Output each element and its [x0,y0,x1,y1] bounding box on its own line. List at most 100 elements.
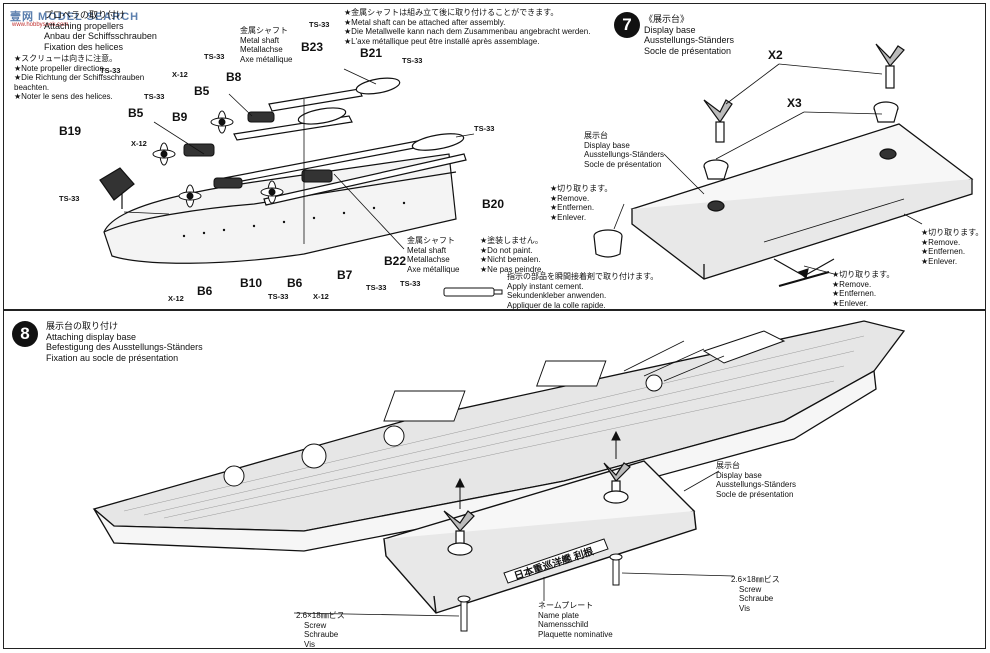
fastener-ts33-c: TS-33 [204,52,225,61]
rm-right-jp: ★切り取ります。 [921,228,984,237]
rm-right-de: ★Entfernen. [921,247,966,256]
rm-left-en: ★Remove. [550,193,590,203]
fastener-x12-d: X-12 [168,294,184,303]
step-8-panel: 8 展示台の取り付け Attaching display base Befest… [3,310,986,649]
paint-en: ★Do not paint. [480,245,533,255]
screws [457,553,623,632]
fastener-x12-a: X-12 [131,139,147,148]
title-en: Attaching propellers [44,20,124,31]
np-de: Namensschild [538,620,589,629]
do-not-paint-note: ★塗装しません。 ★Do not paint. ★Nicht bemalen. … [480,236,544,274]
shaft-bottom-jp: 金属シャフト [407,236,455,245]
step-6-title: プロペラの取り付け Attaching propellers Anbau der… [44,10,157,52]
part-b20: B20 [482,197,505,211]
metal-shaft-label-top: 金属シャフト Metal shaft Metallachse Axe métal… [240,26,292,64]
metal-shafts [218,88,467,206]
s8-title-jp: 展示台の取り付け [46,321,119,331]
part-b8: B8 [226,70,242,84]
rm-left-fr: ★Enlever. [550,212,587,222]
screw-l-fr: Vis [304,639,315,649]
cement-fr: Appliquer de la colle rapide. [507,300,606,310]
s8-base-jp: 展示台 [716,461,740,470]
part-b10: B10 [240,276,263,290]
screw-r-en: Screw [739,584,762,594]
s8-base-en: Display base [716,470,762,480]
shaft-top-de: Metallachse [240,45,283,54]
shaft-bottom-de: Metallachse [407,255,450,264]
metal-shaft-note: ★金属シャフトは組み立て後に取り付けることができます。 ★Metal shaft… [344,8,590,46]
cement-en: Apply instant cement. [507,281,584,291]
shaft-note-de: ★Die Metallwelle kann nach dem Zusammenb… [344,27,591,36]
step-7-title: 《展示台》 Display base Ausstellungs-Ständers… [644,14,734,56]
screw-r-de: Schraube [739,594,774,603]
s8-base-de: Ausstellungs-Ständers [716,480,797,489]
s7-title-en: Display base [644,24,696,35]
s8-title-en: Attaching display base [46,331,137,342]
shaft-note-jp: ★金属シャフトは組み立て後に取り付けることができます。 [344,8,559,17]
shaft-bottom-en: Metal shaft [407,245,447,255]
np-en: Name plate [538,610,579,620]
step-8-number: 8 [12,321,38,347]
s7-base-en: Display base [584,140,630,150]
fastener-ts33-f: TS-33 [474,124,495,133]
s7-title-jp: 《展示台》 [644,14,690,24]
deck-lines [123,335,865,522]
fastener-ts33-b: TS-33 [144,92,165,101]
step-8-title: 展示台の取り付け Attaching display base Befestig… [46,321,203,363]
screw-l-de: Schraube [304,630,339,639]
rm-left-jp: ★切り取ります。 [550,184,613,193]
fastener-x12-b: X-12 [172,70,188,79]
screw-l-en: Screw [304,620,327,630]
step-8-illustration [92,320,906,632]
s8-title-de: Befestigung des Ausstellungs-Ständers [46,342,203,352]
part-b19: B19 [59,124,82,138]
note-en: ★Note propeller direction. [14,63,107,73]
screw-l-size: 2.6×18㎜ビス [296,611,345,620]
shaft-note-en: ★Metal shaft can be attached after assem… [344,17,506,27]
title-de: Anbau der Schiffsschrauben [44,31,157,41]
s7-base-jp: 展示台 [584,131,608,140]
part-b5-b: B5 [194,84,210,98]
shaft-brackets [297,77,465,151]
fastener-x12-c: X-12 [313,292,329,301]
step-6-7-panel: 壹网 MODEL SEARCH www.hobbyseek.com プロペラの取… [3,3,986,310]
step-7-number: 7 [614,12,640,38]
title-jp: プロペラの取り付け [44,10,126,20]
part-b6: B6 [287,276,303,290]
part-b9: B9 [172,110,188,124]
glue-cup [593,229,623,258]
hull-portholes [182,201,406,238]
cement-de: Sekundenkleber anwenden. [507,291,607,300]
base-stands [443,462,631,556]
cut-arrows [773,258,835,287]
remove-note-right: ★切り取ります。 ★Remove. ★Entfernen. ★Enlever. [921,228,983,266]
qty-x3: X3 [787,96,802,110]
metal-shaft-label-bottom: 金属シャフト Metal shaft Metallachse Axe métal… [407,236,459,274]
part-b21: B21 [360,46,383,60]
cement-jp: 指示の部品を瞬間接着剤で取り付けます。 [507,272,659,281]
watermark-logo: 壹网 MODEL SEARCH [10,11,140,23]
propeller-direction-note: ★スクリューは向きに注意。 ★Note propeller direction.… [14,54,144,102]
cement-tube [443,287,503,297]
paint-jp: ★塗装しません。 [480,236,543,245]
stand-brackets [703,43,905,212]
paint-fr: ★Ne pas peindre. [480,264,544,274]
fastener-ts33-i: TS-33 [268,292,289,301]
rm-bottom-en: ★Remove. [832,279,872,289]
remove-note-bottom: ★切り取ります。 ★Remove. ★Entfernen. ★Enlever. [832,270,894,308]
s7-title-fr: Socle de présentation [644,45,732,56]
step7-leaders [613,63,923,275]
assembly-arrows [455,430,621,509]
rm-bottom-de: ★Entfernen. [832,289,877,298]
rm-bottom-jp: ★切り取ります。 [832,270,895,279]
note-fr: ★Noter le sens des helices. [14,92,113,101]
fastener-ts33-g: TS-33 [400,279,421,288]
fastener-ts33-d: TS-33 [309,20,330,29]
instant-cement-note: 指示の部品を瞬間接着剤で取り付けます。 Apply instant cement… [507,272,658,310]
qty-x2: X2 [768,48,783,62]
part-b23: B23 [301,40,324,54]
note-de: ★Die Richtung der Schiffsschrauben [14,73,145,82]
np-fr: Plaquette nominative [538,629,613,639]
part-b6-b: B6 [197,284,213,298]
s7-base-de: Ausstellungs-Ständers [584,150,665,159]
